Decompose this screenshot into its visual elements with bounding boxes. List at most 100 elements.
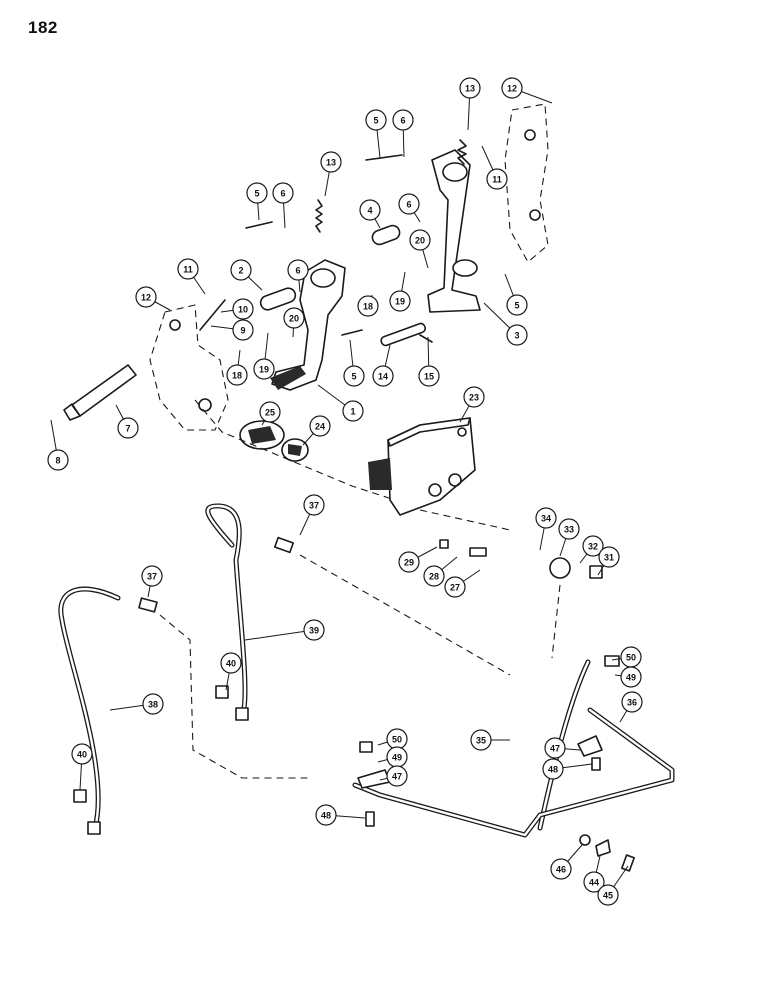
callout-13: 13 — [320, 151, 342, 197]
callout-number: 1 — [350, 407, 355, 417]
callout-circle — [287, 259, 309, 281]
callout-circle — [71, 743, 93, 765]
callout-number: 50 — [392, 735, 402, 745]
callout-12: 12 — [501, 77, 553, 104]
callout-46: 46 — [550, 844, 583, 880]
callout-circle — [230, 259, 252, 281]
callout-47: 47 — [544, 737, 581, 759]
callout-number: 11 — [183, 265, 193, 275]
callout-number: 27 — [450, 583, 460, 593]
brake-valve — [368, 417, 476, 516]
callout-number: 14 — [378, 372, 388, 382]
callout-50: 50 — [377, 728, 408, 750]
callout-number: 15 — [424, 372, 434, 382]
callout-number: 13 — [326, 158, 336, 168]
callout-5: 5 — [504, 273, 528, 316]
right-brake-pedal — [427, 149, 481, 313]
callout-40: 40 — [220, 652, 242, 691]
callout-number: 49 — [626, 673, 636, 683]
callout-number: 5 — [514, 301, 519, 311]
callout-circle — [582, 535, 604, 557]
callout-27: 27 — [444, 569, 481, 598]
callout-circle — [558, 518, 580, 540]
callout-7: 7 — [115, 404, 139, 439]
callout-44: 44 — [583, 855, 605, 893]
callout-number: 4 — [367, 206, 372, 216]
callout-45: 45 — [597, 865, 629, 906]
page-number: 182 — [28, 18, 58, 37]
callout-number: 31 — [604, 553, 614, 563]
callout-number: 46 — [556, 865, 566, 875]
callout-circle — [141, 565, 163, 587]
callout-number: 47 — [550, 744, 560, 754]
callout-leader — [244, 629, 315, 641]
callout-14: 14 — [372, 344, 394, 387]
callout-number: 2 — [238, 266, 243, 276]
callout-38: 38 — [109, 693, 164, 715]
callout-32: 32 — [579, 535, 604, 564]
callout-circle — [246, 182, 268, 204]
callout-number: 50 — [626, 653, 636, 663]
callout-15: 15 — [418, 336, 440, 387]
callout-circle — [459, 77, 481, 99]
callout-circle — [444, 576, 466, 598]
callout-39: 39 — [244, 619, 325, 641]
callout-13: 13 — [459, 77, 481, 131]
callout-number: 25 — [265, 408, 275, 418]
callout-10: 10 — [220, 298, 254, 320]
callout-number: 34 — [541, 514, 551, 524]
callout-circle — [259, 401, 281, 423]
callout-24: 24 — [302, 415, 331, 446]
callout-18: 18 — [357, 294, 379, 317]
callout-19: 19 — [389, 271, 411, 312]
callout-40: 40 — [71, 743, 93, 791]
callout-number: 8 — [55, 456, 60, 466]
callout-number: 23 — [469, 393, 479, 403]
callout-number: 6 — [400, 116, 405, 126]
callout-3: 3 — [483, 302, 528, 346]
callout-number: 13 — [465, 84, 475, 94]
callout-5: 5 — [365, 109, 387, 159]
callout-circle — [365, 109, 387, 131]
callout-37: 37 — [299, 494, 325, 536]
callout-number: 49 — [392, 753, 402, 763]
callout-circle — [47, 449, 69, 471]
callout-1: 1 — [317, 384, 364, 422]
callout-20: 20 — [283, 307, 305, 338]
line-fittings — [73, 536, 635, 872]
callout-34: 34 — [535, 507, 557, 551]
callout-circle — [583, 871, 605, 893]
callout-number: 10 — [238, 305, 248, 315]
callout-circle — [320, 151, 342, 173]
callout-circle — [598, 546, 620, 568]
callout-circle — [142, 693, 164, 715]
callout-circle — [253, 358, 275, 380]
callout-circle — [506, 324, 528, 346]
callout-number: 20 — [415, 236, 425, 246]
callout-49: 49 — [377, 746, 408, 768]
callout-number: 5 — [351, 372, 356, 382]
callout-circle — [550, 858, 572, 880]
callout-47: 47 — [379, 765, 408, 787]
callout-circle — [177, 258, 199, 280]
callout-number: 33 — [564, 525, 574, 535]
callout-number: 40 — [226, 659, 236, 669]
callout-number: 6 — [406, 200, 411, 210]
callout-circle — [386, 765, 408, 787]
callout-circle — [470, 729, 492, 751]
callout-5: 5 — [246, 182, 268, 221]
callout-11: 11 — [481, 145, 508, 190]
callout-circle — [342, 400, 364, 422]
callout-circle — [372, 365, 394, 387]
quadrant-pads — [239, 420, 309, 462]
callout-circle — [315, 804, 337, 826]
callout-37: 37 — [141, 565, 163, 598]
callout-48: 48 — [542, 758, 593, 780]
callout-6: 6 — [398, 193, 421, 223]
callout-circle — [389, 290, 411, 312]
callout-number: 11 — [492, 175, 502, 185]
callout-6: 6 — [272, 182, 294, 229]
callout-circle — [463, 386, 485, 408]
callout-number: 3 — [514, 331, 519, 341]
callout-circle — [423, 565, 445, 587]
